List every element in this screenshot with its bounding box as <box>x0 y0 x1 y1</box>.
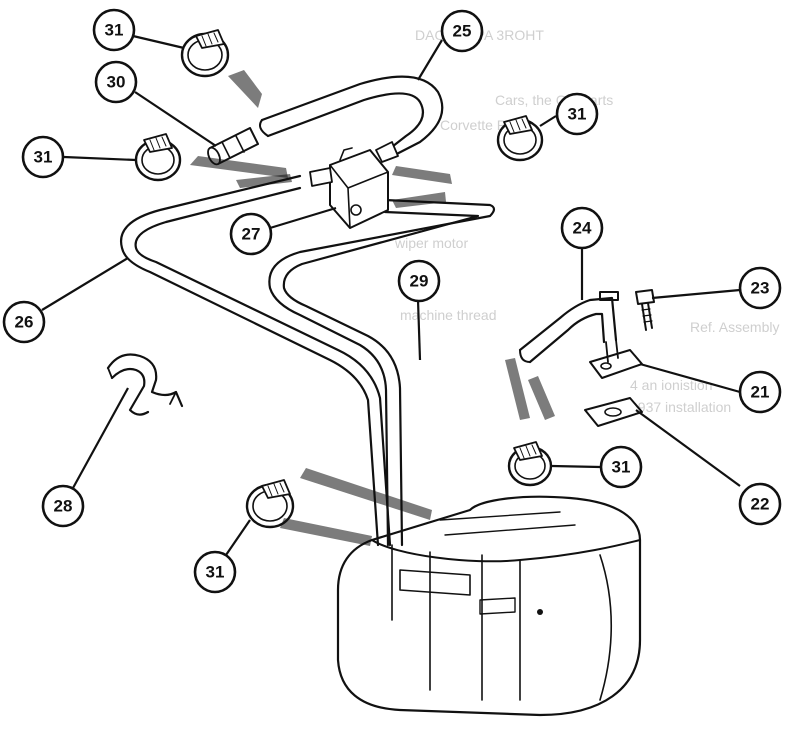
clamp-31-d <box>507 441 553 487</box>
clamp-31-c <box>134 133 182 182</box>
callout-25: 25 <box>440 9 484 53</box>
ghost-line-6: Ref. Assembly <box>690 319 779 335</box>
callout-28: 28 <box>41 484 85 528</box>
hose-26 <box>119 174 392 547</box>
hose-25 <box>259 75 444 162</box>
callout-29: 29 <box>397 259 441 303</box>
gasket-22 <box>584 397 643 427</box>
callout-label: 31 <box>34 148 53 167</box>
bolt-23 <box>635 289 655 331</box>
callout-label: 29 <box>410 272 429 291</box>
callout-31-d: 31 <box>599 445 643 489</box>
callout-label: 23 <box>751 279 770 298</box>
callout-label: 27 <box>242 225 261 244</box>
callout-27: 27 <box>229 212 273 256</box>
ghost-line-8: 1937 installation <box>630 399 731 415</box>
callout-label: 31 <box>612 458 631 477</box>
callout-23: 23 <box>738 266 782 310</box>
callout-label: 28 <box>54 497 73 516</box>
clamp-31-b <box>496 115 544 162</box>
callout-31-b: 31 <box>555 92 599 136</box>
callout-label: 31 <box>568 105 587 124</box>
callout-label: 26 <box>15 313 34 332</box>
ghost-line-4: wiper motor <box>394 235 468 251</box>
clip-28 <box>106 353 184 416</box>
callout-31-e: 31 <box>193 550 237 594</box>
nozzle-24 <box>518 291 619 364</box>
callout-21: 21 <box>738 370 782 414</box>
callout-label: 30 <box>107 73 126 92</box>
callout-label: 31 <box>105 21 124 40</box>
clamp-31-e <box>245 479 295 529</box>
callout-label: 24 <box>573 219 592 238</box>
callout-24: 24 <box>560 206 604 250</box>
leader-lines <box>41 34 741 556</box>
callout-22: 22 <box>738 482 782 526</box>
ghost-line-5: machine thread <box>400 307 497 323</box>
callout-label: 31 <box>206 563 225 582</box>
callout-31-a: 31 <box>92 8 136 52</box>
valve-27 <box>309 141 399 229</box>
callout-label: 25 <box>453 22 472 41</box>
flange-21 <box>589 339 643 379</box>
hose-29 <box>268 198 496 547</box>
ghost-line-7: 4 an ionistion <box>630 377 713 393</box>
callout-26: 26 <box>2 300 46 344</box>
fluid-reservoir <box>336 495 642 717</box>
callout-31-c: 31 <box>21 135 65 179</box>
callout-label: 22 <box>751 495 770 514</box>
clamp-31-a <box>180 29 230 78</box>
assembly-arrows <box>190 70 555 546</box>
callout-label: 21 <box>751 383 770 402</box>
callout-30: 30 <box>94 60 138 104</box>
